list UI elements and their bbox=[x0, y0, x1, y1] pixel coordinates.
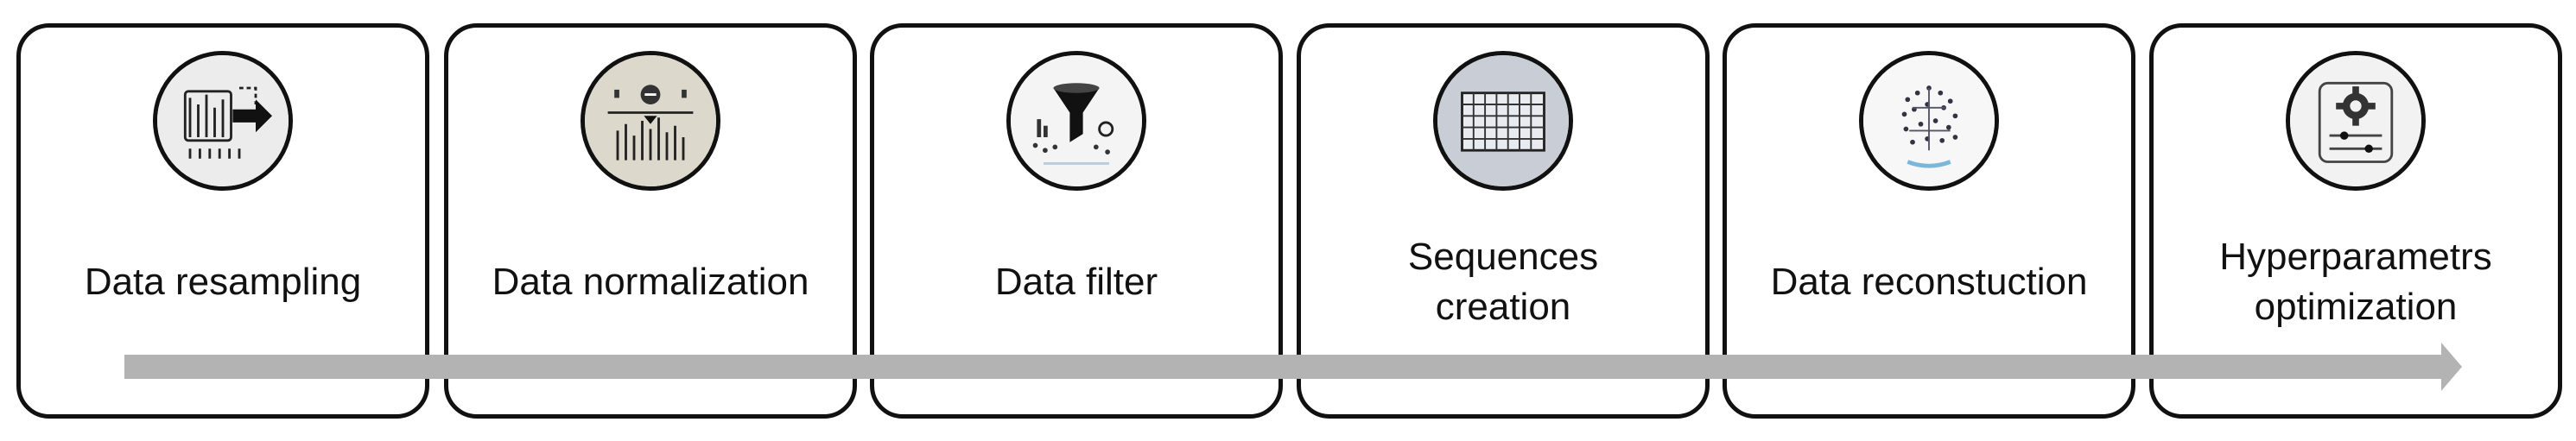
sequence-grid-icon bbox=[1433, 51, 1573, 191]
gear-settings-icon bbox=[2286, 51, 2426, 191]
step-label: Data resampling bbox=[84, 261, 362, 303]
normalization-icon bbox=[581, 51, 720, 191]
step-data-filter: Data filter bbox=[870, 23, 1283, 419]
step-label: Data reconstuction bbox=[1770, 261, 2088, 303]
step-hyperparameters-optimization: Hyperparametrs optimization bbox=[2149, 23, 2562, 419]
filter-funnel-icon bbox=[1006, 51, 1146, 191]
step-label: Hyperparametrs optimization bbox=[2219, 236, 2492, 328]
step-data-normalization: Data normalization bbox=[444, 23, 857, 419]
step-label: Data filter bbox=[994, 261, 1158, 303]
step-sequences-creation: Sequences creation bbox=[1297, 23, 1710, 419]
resampling-icon bbox=[153, 51, 293, 191]
step-data-resampling: Data resampling bbox=[16, 23, 429, 419]
reconstruction-icon bbox=[1859, 51, 1999, 191]
step-label: Data normalization bbox=[492, 261, 809, 303]
step-data-reconstruction: Data reconstuction bbox=[1723, 23, 2135, 419]
step-label: Sequences creation bbox=[1407, 236, 1599, 328]
